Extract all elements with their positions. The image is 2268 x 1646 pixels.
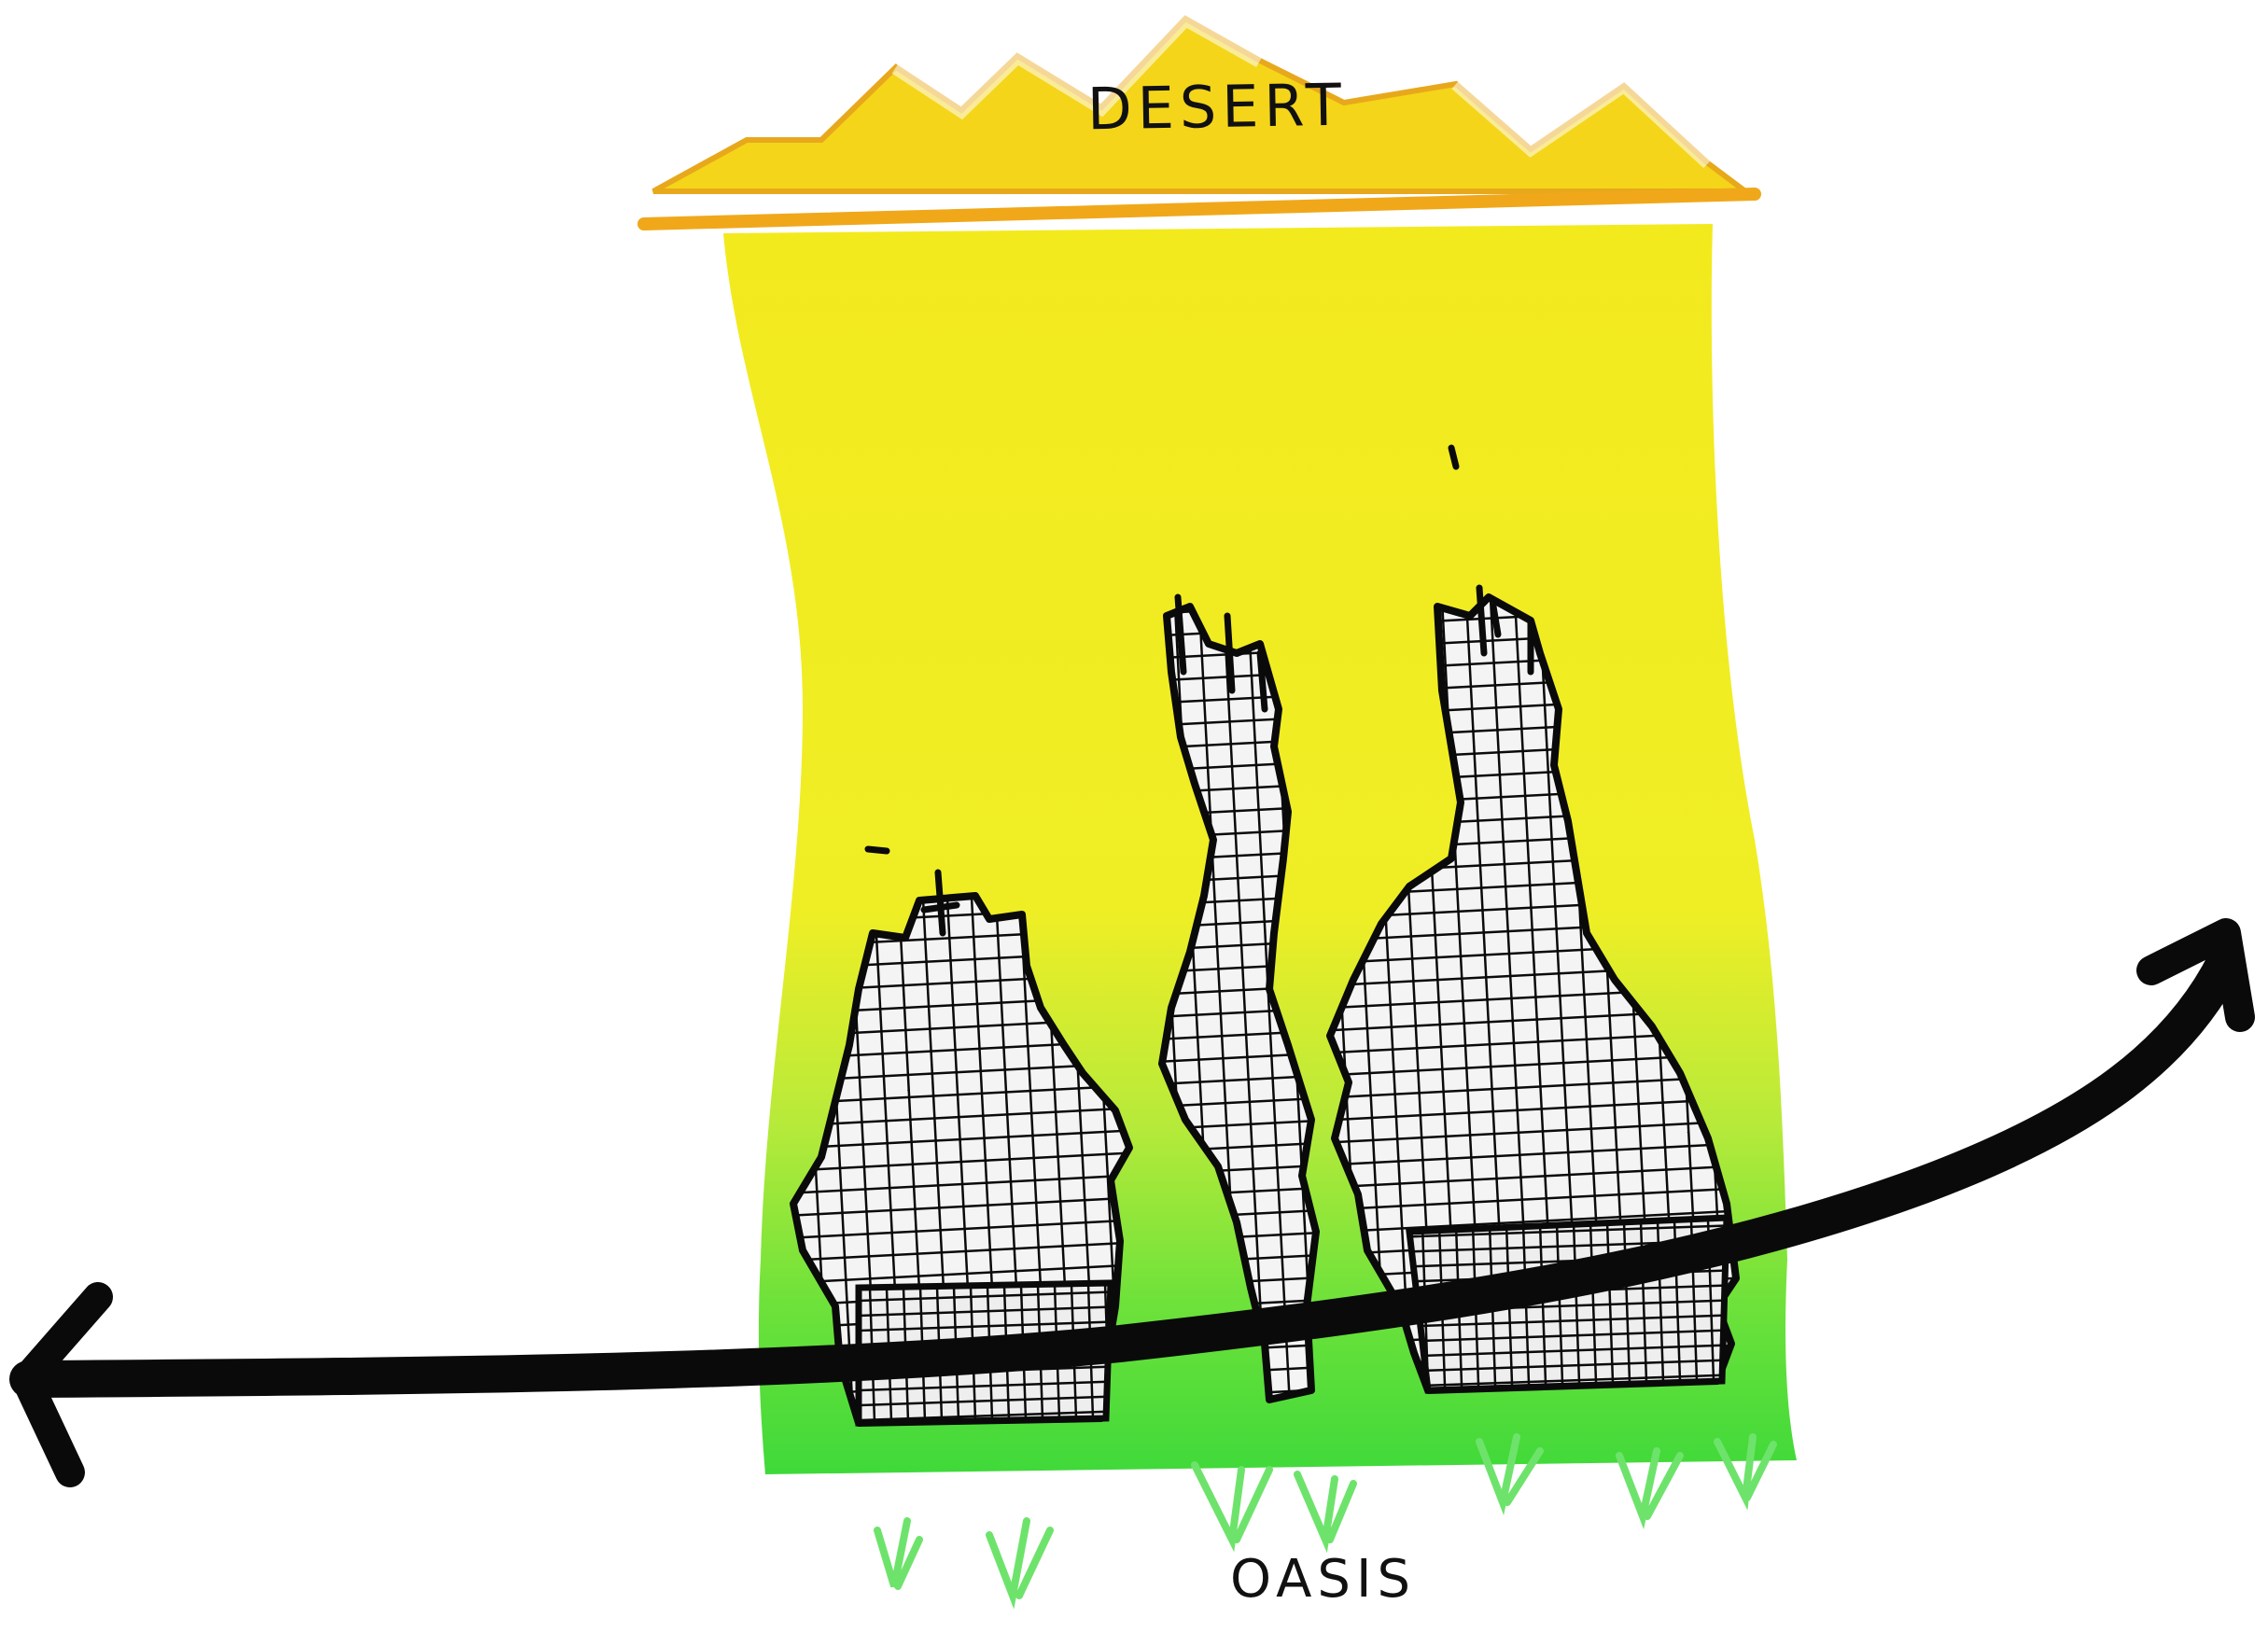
horizon-line xyxy=(644,194,1755,224)
desert-label: DESERT xyxy=(1086,71,1347,144)
grass-tuft-icon xyxy=(877,1521,919,1586)
grass-tuft-icon xyxy=(1297,1474,1353,1540)
oasis-label: OASIS xyxy=(1230,1549,1416,1610)
grass-tuft-icon xyxy=(1195,1465,1269,1540)
grass-tuft-icon xyxy=(989,1521,1050,1596)
